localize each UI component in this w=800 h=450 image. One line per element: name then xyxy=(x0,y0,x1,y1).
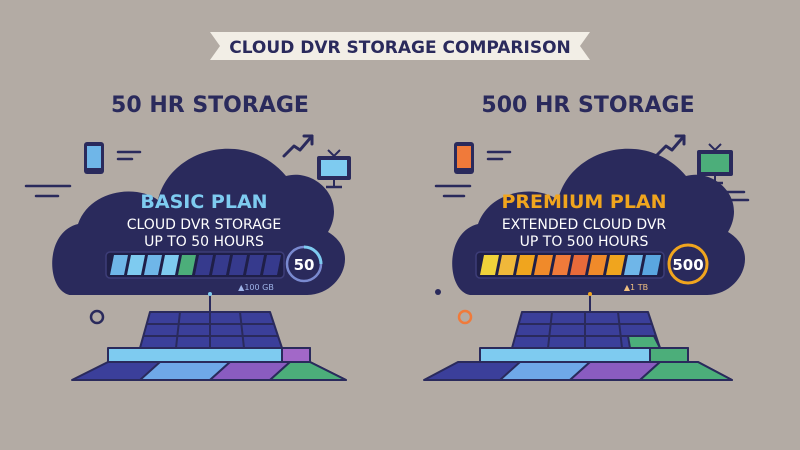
storage-grid-base xyxy=(423,311,733,381)
hours-badge: 500 xyxy=(667,243,709,285)
ring-decoration xyxy=(457,309,473,325)
progress-segment xyxy=(195,255,213,275)
progress-segment xyxy=(624,255,643,275)
progress-segment xyxy=(161,255,179,275)
connector-dot xyxy=(588,292,592,296)
capacity-label: ▲1 TB xyxy=(624,283,648,292)
plan-line-1: CLOUD DVR STORAGE xyxy=(127,217,282,233)
progress-segment xyxy=(516,255,535,275)
plan-name: PREMIUM PLAN xyxy=(501,191,666,213)
tv-icon xyxy=(317,149,351,189)
progress-segment xyxy=(552,255,571,275)
ring-decoration xyxy=(89,309,105,325)
progress-segment xyxy=(263,255,281,275)
dot-decoration xyxy=(435,289,441,295)
plan-line-2: UP TO 50 HOURS xyxy=(144,234,264,250)
title-banner: CLOUD DVR STORAGE COMPARISON xyxy=(210,32,590,60)
progress-segment xyxy=(212,255,230,275)
progress-segment xyxy=(178,255,196,275)
phone-icon xyxy=(454,142,474,174)
progress-segment xyxy=(480,255,499,275)
storage-grid-base xyxy=(71,311,347,381)
progress-segment xyxy=(606,255,625,275)
trend-arrow-icon xyxy=(282,134,314,158)
progress-segment xyxy=(498,255,517,275)
phone-icon xyxy=(84,142,104,174)
progress-segment xyxy=(642,255,661,275)
basic-plan-panel: 50 HR STORAGE BASIC PLA xyxy=(24,93,351,381)
progress-segments xyxy=(480,255,661,275)
badge-value: 500 xyxy=(672,256,703,274)
panel-heading: 50 HR STORAGE xyxy=(111,93,309,118)
capacity-label: ▲100 GB xyxy=(238,283,274,292)
progress-segments xyxy=(110,255,281,275)
premium-plan-panel: 500 HR STORAGE PREMIUM PLAN E xyxy=(423,93,750,381)
trend-arrow-icon xyxy=(654,134,686,158)
plan-line-1: EXTENDED CLOUD DVR xyxy=(502,217,667,233)
plan-line-2: UP TO 500 HOURS xyxy=(520,234,649,250)
progress-segment xyxy=(144,255,162,275)
progress-segment xyxy=(246,255,264,275)
connector-dot xyxy=(208,292,212,296)
badge-value: 50 xyxy=(294,256,315,274)
hours-badge: 50 xyxy=(285,245,323,283)
dash-lines-icon xyxy=(434,150,750,202)
plan-name: BASIC PLAN xyxy=(140,191,267,213)
banner-title: CLOUD DVR STORAGE COMPARISON xyxy=(229,38,571,58)
progress-segment xyxy=(127,255,145,275)
storage-progress-bar xyxy=(475,251,665,279)
progress-segment xyxy=(229,255,247,275)
storage-progress-bar xyxy=(105,251,285,279)
progress-segment xyxy=(570,255,589,275)
progress-segment xyxy=(110,255,128,275)
panel-heading: 500 HR STORAGE xyxy=(481,93,694,118)
progress-segment xyxy=(588,255,607,275)
progress-segment xyxy=(534,255,553,275)
